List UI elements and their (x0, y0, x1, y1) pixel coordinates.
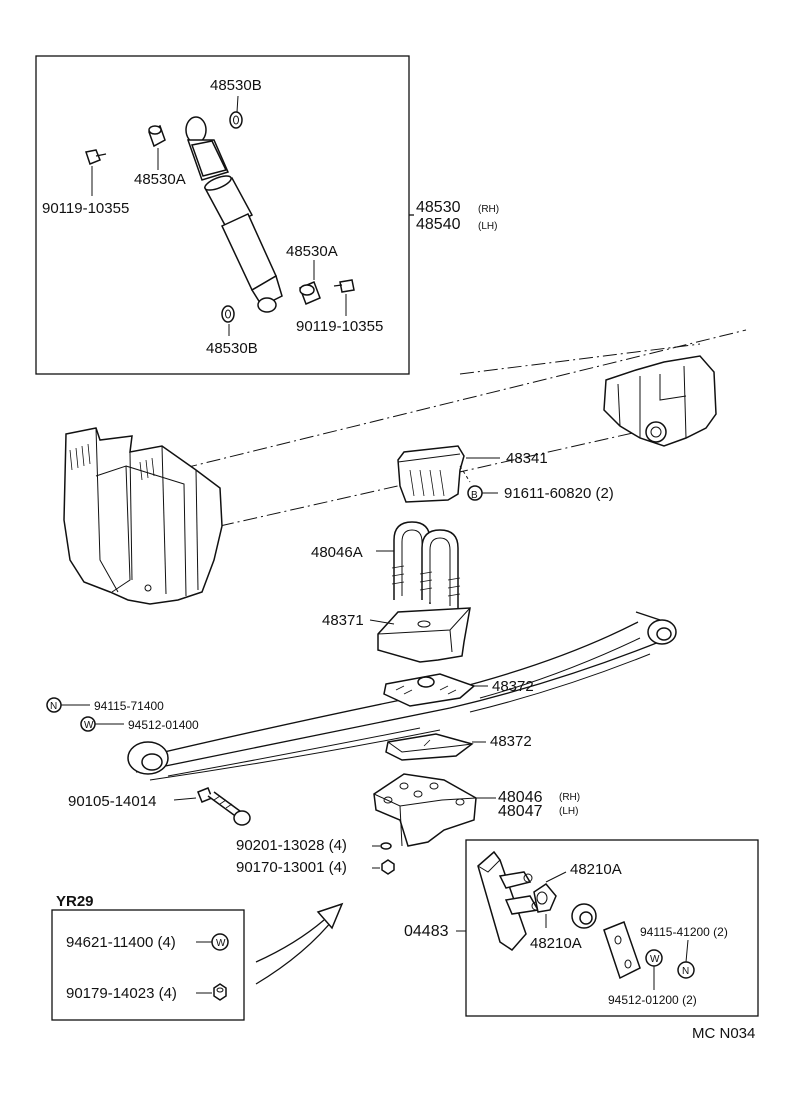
bushing-top-label: 48530A (134, 171, 186, 188)
spring-seat-part (373, 773, 477, 847)
pad-lower-label: 48372 (490, 733, 532, 750)
seat-rh-label: 48046 (498, 789, 543, 806)
pad-lower-part (385, 733, 474, 761)
kit-bushing-part (571, 903, 597, 929)
bolt-right-label: 90119-10355 (296, 318, 383, 335)
yr29-nut-label: 90179-14023 (4) (66, 985, 177, 1002)
washer-u-part (380, 842, 392, 850)
washer-top-part (229, 111, 243, 129)
kit-bushing-top-part (533, 883, 557, 913)
marker-w-yr29: W (216, 938, 226, 949)
kit-bracket-part (477, 850, 541, 951)
kit-bushing-top-label: 48210A (570, 861, 622, 878)
seat-rh-suffix: (RH) (559, 792, 580, 803)
kit-plate-part (603, 921, 641, 980)
front-hanger-bracket (63, 427, 223, 605)
washer-top-label: 48530B (210, 77, 262, 94)
bumper-bolt-label: 91611-60820 (2) (504, 485, 614, 502)
shock-absorber-rh-label: 48530 (416, 199, 461, 216)
washer-u-label: 90201-13028 (4) (236, 837, 347, 854)
marker-n-front: N (50, 701, 57, 712)
bolt-front-label: 90105-14014 (68, 793, 156, 810)
footer-code: MC N034 (692, 1025, 755, 1042)
yr29-washer-marker (211, 933, 229, 951)
washer-bottom-label: 48530B (206, 340, 258, 357)
curved-arrow-icon (255, 902, 344, 985)
bump-stopper-part (397, 445, 465, 503)
washer-bottom-part (221, 305, 235, 323)
bolt-right-part (333, 279, 355, 293)
yr29-title: YR29 (56, 893, 94, 910)
u-bolt-label: 48046A (311, 544, 363, 561)
shock-absorber-lh-suffix: (LH) (478, 221, 497, 232)
marker-w-front: W (84, 720, 94, 731)
kit-nut-label: 94115-41200 (2) (640, 925, 728, 939)
bolt-left-label: 90119-10355 (42, 200, 129, 217)
spacer-part (377, 607, 471, 663)
nut-u-part (381, 859, 395, 875)
marker-b-text: B (471, 490, 478, 501)
bumper-label: 48341 (506, 450, 548, 467)
shock-absorber-rh-suffix: (RH) (478, 204, 499, 215)
seat-lh-label: 48047 (498, 803, 543, 820)
nut-u-label: 90170-13001 (4) (236, 859, 347, 876)
u-bolt-part (391, 521, 461, 610)
washer-front-label: 94512-01400 (128, 718, 199, 732)
kit-washer-label: 94512-01200 (2) (608, 993, 697, 1007)
bolt-left-part (85, 149, 107, 165)
spacer-label: 48371 (322, 612, 364, 629)
marker-w-kit: W (650, 954, 660, 965)
bolt-front-part (197, 787, 251, 826)
kit-label: 04483 (404, 923, 449, 940)
bushing-bottom-label: 48530A (286, 243, 338, 260)
seat-lh-suffix: (LH) (559, 806, 578, 817)
nut-front-label: 94115-71400 (94, 699, 164, 713)
kit-box (465, 839, 759, 1017)
kit-bushing-bottom-label: 48210A (530, 935, 582, 952)
pad-upper-label: 48372 (492, 678, 534, 695)
yr29-box (51, 909, 245, 1021)
marker-n-kit: N (682, 966, 689, 977)
rear-shackle-bracket (603, 355, 717, 447)
shock-absorber (185, 116, 283, 313)
yr29-washer-label: 94621-11400 (4) (66, 934, 176, 951)
pad-upper-part (383, 673, 476, 707)
shock-absorber-lh-label: 48540 (416, 216, 461, 233)
